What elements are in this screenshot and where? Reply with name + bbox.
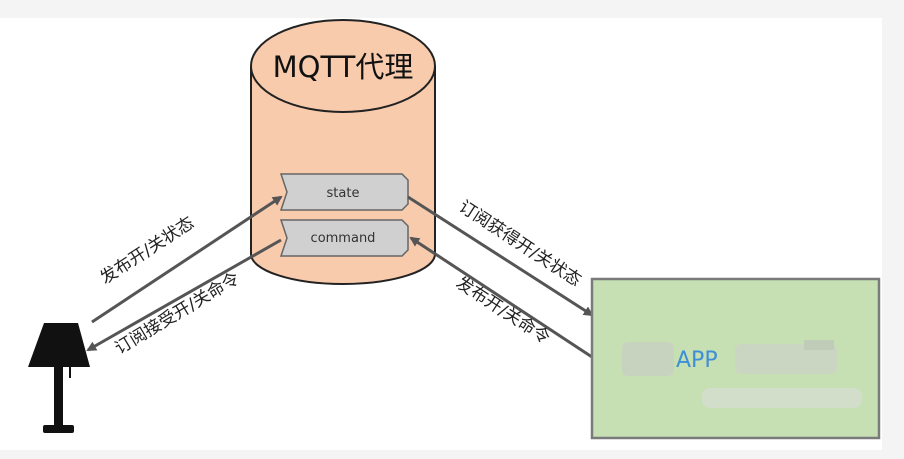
app-subscribe-arrow: [407, 195, 594, 317]
lamp-subscribe-label: 订阅接受开/关命令: [112, 269, 244, 359]
right-border-strip: [882, 0, 904, 459]
lamp-publish-arrow: [91, 195, 283, 324]
lamp-publish-label: 发布开/关状态: [97, 213, 198, 288]
blurred-watermark: [622, 340, 862, 408]
topic-state-label: state: [327, 186, 360, 201]
topic-command-label: command: [311, 231, 376, 246]
bottom-border-strip: [0, 450, 904, 459]
app-publish-label: 发布开/关命令: [452, 273, 553, 348]
topic-state-box[interactable]: state: [279, 173, 409, 211]
lamp-icon: [28, 323, 90, 433]
app-publish-arrow: [409, 236, 593, 359]
broker-title: MQTT代理: [273, 50, 414, 84]
lamp-subscribe-arrow: [86, 238, 282, 352]
app-box[interactable]: APP: [590, 277, 881, 440]
top-border-strip: [0, 0, 904, 18]
app-label: APP: [676, 348, 718, 373]
app-subscribe-label: 订阅获得开/关状态: [455, 197, 585, 291]
topic-command-box[interactable]: command: [279, 219, 409, 257]
